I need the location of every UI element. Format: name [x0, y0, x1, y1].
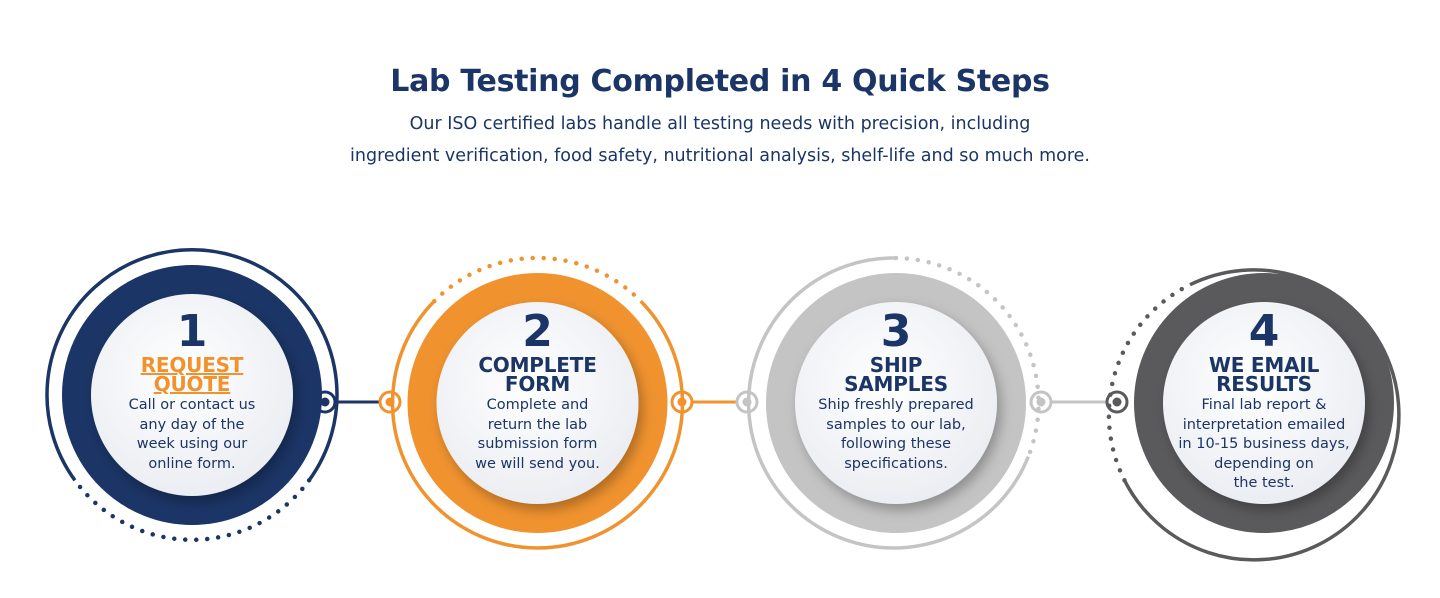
connector-1-2: [313, 390, 402, 414]
step-2-title-line: COMPLETE: [478, 353, 597, 377]
step-3-desc-line: following these: [840, 436, 952, 452]
step-3: 3 SHIP SAMPLES Ship freshly prepared sam…: [796, 308, 996, 474]
step-1: 1 REQUEST QUOTE Call or contact us any d…: [92, 308, 292, 474]
step-1-number: 1: [176, 306, 208, 357]
step-4-desc-line: interpretation emailed: [1182, 416, 1346, 433]
step-2-description: Complete and return the lab submission f…: [438, 396, 638, 474]
step-2: 2 COMPLETE FORM Complete and return the …: [438, 308, 638, 474]
step-2-title-line: FORM: [504, 372, 571, 396]
step-4-title-line: RESULTS: [1216, 372, 1312, 396]
step-2-desc-line: return the lab: [487, 416, 588, 433]
step-3-desc-line: specifications.: [844, 455, 948, 472]
request-quote-link[interactable]: REQUEST QUOTE: [92, 353, 292, 396]
step-4-circle: [1106, 268, 1401, 562]
step-1-desc-line: week using our: [136, 436, 248, 452]
step-1-circle: [45, 248, 339, 543]
step-1-title-line: REQUEST: [140, 353, 244, 377]
step-4-desc-line: the test.: [1233, 475, 1295, 491]
step-2-desc-line: Complete and: [486, 397, 589, 413]
step-4-description: Final lab report & interpretation emaile…: [1164, 396, 1364, 494]
step-1-desc-line: Call or contact us: [128, 397, 256, 413]
step-4: 4 WE EMAIL RESULTS Final lab report & in…: [1164, 308, 1364, 494]
step-4-title-line: WE EMAIL: [1208, 353, 1320, 377]
step-4-number: 4: [1248, 306, 1280, 357]
subtitle-line-1: Our ISO certified labs handle all testin…: [409, 114, 1031, 134]
step-3-title-line: SAMPLES: [844, 372, 948, 396]
step-2-title: COMPLETE FORM: [438, 353, 638, 396]
step-3-description: Ship freshly prepared samples to our lab…: [796, 396, 996, 474]
step-2-desc-line: submission form: [477, 436, 598, 452]
step-2-circle: [390, 255, 685, 550]
step-3-circle: [746, 255, 1041, 550]
step-3-title-line: SHIP: [869, 353, 923, 377]
step-3-desc-line: samples to our lab,: [826, 416, 966, 433]
step-4-desc-line: Final lab report &: [1201, 397, 1327, 413]
step-1-desc-line: online form.: [148, 455, 236, 472]
subtitle-line-2: ingredient verification, food safety, nu…: [350, 146, 1090, 166]
step-3-number: 3: [880, 306, 912, 357]
step-2-desc-line: we will send you.: [475, 455, 600, 472]
page-title: Lab Testing Completed in 4 Quick Steps: [390, 64, 1050, 99]
connector-2-3: [670, 390, 759, 414]
step-1-description: Call or contact us any day of the week u…: [92, 396, 292, 474]
step-3-desc-line: Ship freshly prepared: [818, 397, 974, 413]
step-4-desc-line: depending on: [1214, 455, 1314, 472]
step-3-title: SHIP SAMPLES: [796, 353, 996, 396]
step-4-desc-line: in 10-15 business days,: [1178, 436, 1350, 452]
step-4-title: WE EMAIL RESULTS: [1164, 353, 1364, 396]
step-2-number: 2: [522, 306, 553, 357]
step-1-desc-line: any day of the: [139, 416, 245, 433]
step-1-title-line: QUOTE: [153, 372, 231, 396]
connector-3-4: [1029, 390, 1129, 414]
